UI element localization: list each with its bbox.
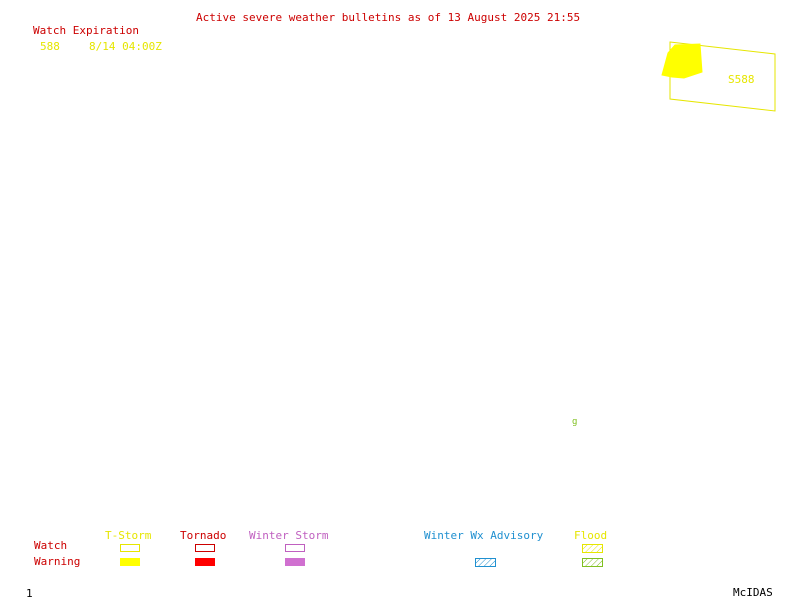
legend-winter-storm-label: Winter Storm <box>249 529 329 542</box>
legend-tornado-warning-box <box>195 558 215 566</box>
legend-winter-storm-warning-box <box>285 558 305 566</box>
legend-winter-storm-watch-box <box>285 544 305 552</box>
legend-flood-watch-box <box>582 544 603 553</box>
legend-tstorm-watch-box <box>120 544 140 552</box>
watch-expiration-heading: Watch Expiration <box>33 24 139 37</box>
watch-polygon-label: S588 <box>728 73 755 86</box>
legend-flood-warning-box <box>582 558 603 567</box>
watch-expiration-time: 8/14 04:00Z <box>89 40 162 53</box>
legend-row-watch-label: Watch <box>34 539 68 552</box>
bulletin-title: Active severe weather bulletins as of 13… <box>196 11 581 24</box>
legend-tstorm-warning-box <box>120 558 140 566</box>
legend-tornado-watch-box <box>195 544 215 552</box>
frame-number: 1 <box>26 587 33 600</box>
legend-winter-wx-advisory-warning-box <box>475 558 496 567</box>
legend-flood-label: Flood <box>574 529 608 542</box>
flood-marker[interactable]: g <box>572 417 578 427</box>
watch-expiration-entry: 588 <box>40 40 60 53</box>
legend-tstorm-label: T-Storm <box>105 529 152 542</box>
legend-winter-wx-advisory-label: Winter Wx Advisory <box>424 529 544 542</box>
legend-tornado-label: Tornado <box>180 529 227 542</box>
tstorm-warning-area[interactable] <box>661 43 703 79</box>
mcidas-brand: McIDAS <box>733 586 773 599</box>
tstorm-watch-polygon[interactable] <box>669 41 776 112</box>
legend-row-warning-label: Warning <box>34 555 81 568</box>
